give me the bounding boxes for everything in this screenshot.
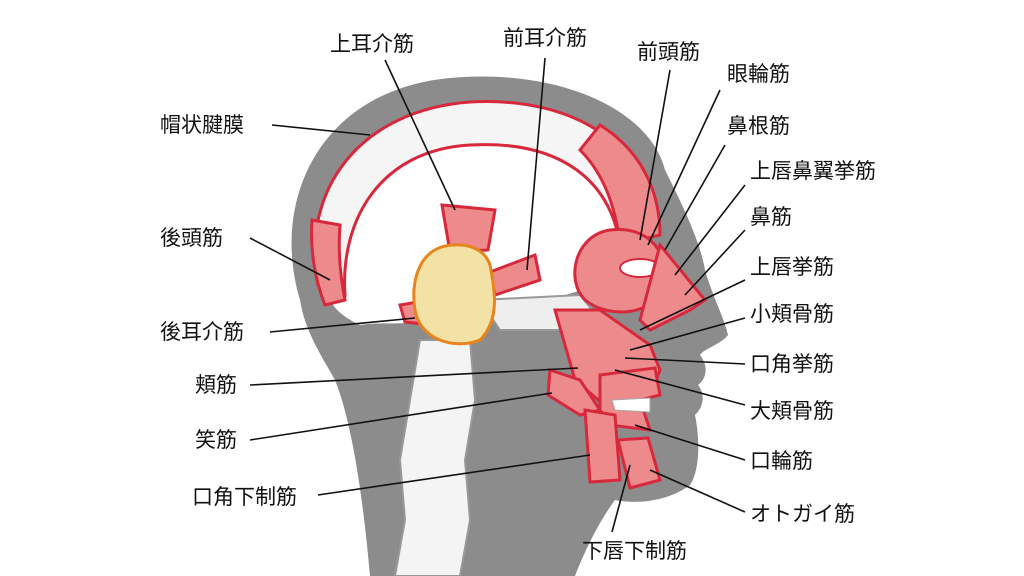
- leader-line-shou: [249, 392, 553, 441]
- label-zenjikai: 前耳介筋: [503, 26, 587, 50]
- label-joushinbiyoku: 上唇鼻翼挙筋: [750, 159, 876, 183]
- nasalis-muscle: [638, 241, 708, 332]
- label-otogai: オトガイ筋: [750, 502, 855, 526]
- leader-line-zentou: [639, 69, 671, 241]
- label-shoukyoukotsu: 小頬骨筋: [750, 302, 834, 326]
- label-daikyoukotsu: 大頬骨筋: [750, 399, 834, 423]
- leader-line-joujikai: [384, 59, 456, 211]
- label-kyou: 頬筋: [195, 373, 237, 397]
- leader-line-koujikai: [269, 317, 416, 333]
- label-boujoukenmaku: 帽状腱膜: [160, 113, 244, 137]
- label-bikon: 鼻根筋: [727, 114, 790, 138]
- occipitalis-muscle: [310, 218, 347, 307]
- label-kourin: 口輪筋: [750, 449, 813, 473]
- teeth: [611, 397, 651, 413]
- superior-auricular-muscle: [440, 203, 497, 254]
- leader-line-shoukyoukotsu: [629, 317, 746, 351]
- label-bi: 鼻筋: [750, 205, 792, 229]
- mentalis-muscle: [616, 436, 662, 490]
- leader-line-otogai: [649, 469, 746, 513]
- depressor-anguli-oris: [583, 408, 622, 484]
- leader-line-kourin: [634, 424, 746, 461]
- leader-line-kyou: [249, 367, 579, 386]
- leader-line-ganrin: [647, 89, 721, 246]
- label-koutou: 後頭筋: [160, 226, 223, 250]
- label-koujikai: 後耳介筋: [160, 320, 244, 344]
- label-koukakukyo: 口角挙筋: [750, 352, 834, 376]
- leader-line-kashinkasei: [611, 464, 631, 533]
- label-ganrin: 眼輪筋: [727, 62, 790, 86]
- label-joushinkyo: 上唇挙筋: [750, 255, 834, 279]
- leader-line-koukakukasei: [317, 454, 591, 496]
- leader-line-koutou: [249, 237, 331, 281]
- leader-line-bikon: [664, 144, 726, 251]
- ear: [412, 243, 496, 346]
- label-koukakukasei: 口角下制筋: [192, 485, 297, 509]
- leader-line-zenjikai: [526, 57, 546, 271]
- leader-line-boujoukenmaku: [271, 124, 371, 136]
- label-zentou: 前頭筋: [637, 40, 700, 64]
- leader-line-koukakukyo: [624, 357, 746, 365]
- leader-line-bi: [684, 229, 746, 296]
- leader-line-joushinkyo: [639, 279, 746, 331]
- leader-line-joushinbiyoku: [674, 184, 746, 276]
- spine: [393, 339, 477, 576]
- leader-line-daikyoukotsu: [614, 369, 746, 406]
- label-kashinkasei: 下唇下制筋: [582, 539, 687, 563]
- label-shou: 笑筋: [195, 428, 237, 452]
- label-joujikai: 上耳介筋: [330, 32, 414, 56]
